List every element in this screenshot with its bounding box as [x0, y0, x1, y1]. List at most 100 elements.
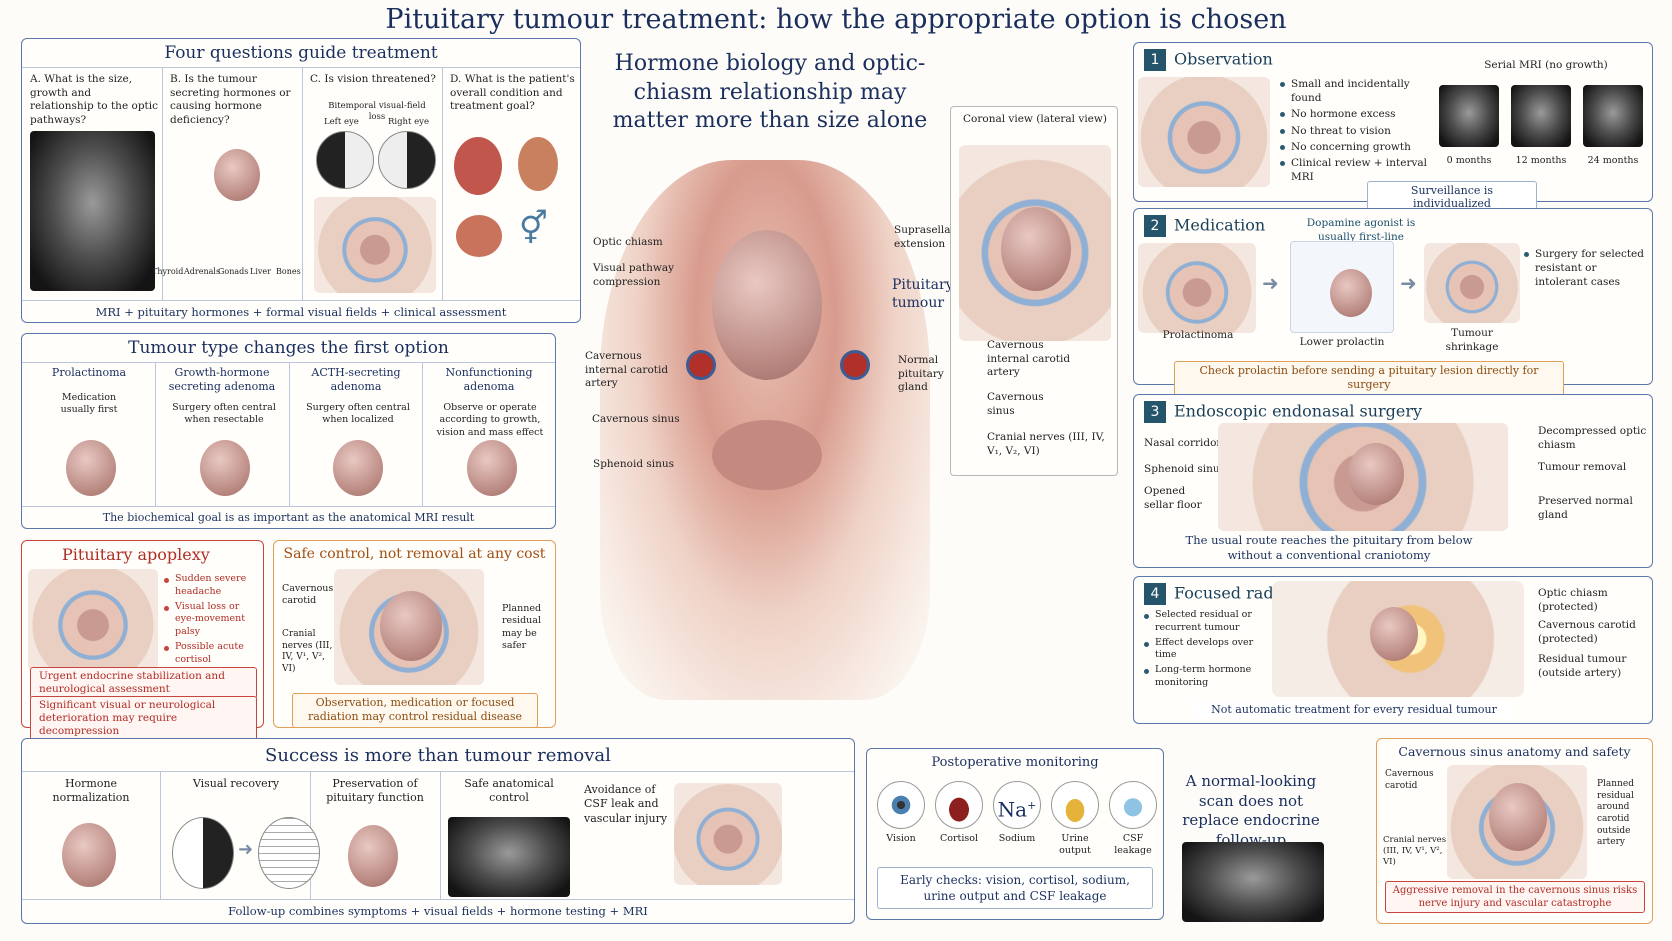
time-label: 12 months: [1515, 155, 1567, 166]
bullet: Small and incidentally found: [1280, 77, 1430, 105]
carotid-label: Cavernous carotid: [282, 583, 334, 607]
carotid-artery-left: [686, 350, 716, 380]
prolactinoma-illustration: [1138, 243, 1256, 333]
tumour-illustration: [66, 440, 116, 496]
panel-title: Success is more than tumour removal: [265, 745, 611, 766]
label-suprasellar: Suprasellar extension: [894, 224, 956, 250]
label-cav-sinus: Cavernous sinus: [592, 413, 680, 425]
label-visual-pathway: Visual pathway compression: [593, 262, 675, 288]
tumour-illustration: [62, 823, 116, 887]
arrow-icon: ➜: [1400, 271, 1417, 295]
postop-item-label: CSF leakage: [1114, 833, 1152, 857]
surgery-label-left: Sphenoid sinus: [1144, 463, 1226, 475]
radiation-label-right: Cavernous carotid (protected): [1538, 619, 1636, 645]
step-number: 2: [1144, 215, 1166, 237]
surgery-label-left: Nasal corridor: [1144, 437, 1222, 449]
radiation-label-right: Residual tumour (outside artery): [1538, 653, 1627, 679]
sodium-charge: +: [1027, 799, 1037, 812]
observation-footer: Surveillance is individualized: [1367, 181, 1537, 213]
organ-label-bones: Bones: [276, 267, 301, 276]
serial-mri-title: Serial MRI (no growth): [1484, 59, 1608, 71]
observation-illustration: [1138, 77, 1270, 187]
tumour-type-panel: Tumour type changes the first option Pro…: [21, 333, 556, 529]
tumour-illustration: [1348, 443, 1404, 505]
observation-bullets: Small and incidentally found No hormone …: [1280, 77, 1430, 186]
sodium-icon: Na+: [993, 781, 1041, 829]
success-footer: Follow-up combines symptoms + visual fie…: [228, 904, 648, 918]
question-b: B. Is the tumour secreting hormones or c…: [170, 73, 291, 126]
panel-title: Pituitary apoplexy: [62, 545, 210, 564]
panel-title: Four questions guide treatment: [164, 43, 438, 63]
coronal-sinus-label: Cavernous sinus: [987, 391, 1044, 417]
organ-label-thyroid: Thyroid: [152, 267, 184, 276]
label-normal-gland: Normal pituitary gland: [898, 354, 944, 394]
safe-control-mri: [448, 817, 570, 897]
coronal-carotid-label: Cavernous internal carotid artery: [987, 339, 1071, 379]
surgery-footer: The usual route reaches the pituitary fr…: [1185, 533, 1473, 562]
cavernous-safety-panel: Cavernous sinus anatomy and safety Caver…: [1376, 738, 1653, 924]
visual-field-before: [172, 817, 234, 889]
organ-label-adrenals: Adrenals: [184, 267, 221, 276]
postop-panel: Postoperative monitoring Na+ Vision Cort…: [866, 748, 1164, 920]
visual-field-label: Bitemporal visual-field loss: [328, 101, 426, 123]
success-col-label: Hormone normalization: [52, 777, 130, 805]
success-col-label: Safe anatomical control: [464, 777, 554, 805]
mri-12-months: [1511, 85, 1571, 147]
radiation-footer: Not automatic treatment for every residu…: [1194, 701, 1514, 718]
type-name-nonfunctioning: Nonfunctioning adenoma: [445, 366, 533, 394]
central-heading: Hormone biology and optic-chiasm relatio…: [612, 51, 928, 134]
shrinkage-illustration: [1424, 243, 1520, 323]
question-a: A. What is the size, growth and relation…: [30, 73, 158, 126]
organ-label-gonads: Gonads: [218, 267, 249, 276]
panel-title: Tumour type changes the first option: [128, 338, 449, 358]
four-questions-panel: Four questions guide treatment A. What i…: [21, 38, 581, 323]
panel-title: Postoperative monitoring: [931, 755, 1099, 770]
med-label: Tumour shrinkage: [1445, 327, 1499, 353]
tumour-illustration: [333, 440, 383, 496]
safe-control-panel: Safe control, not removal at any cost Ca…: [273, 540, 556, 728]
step-title: Observation: [1174, 49, 1273, 69]
heart-icon: [454, 137, 502, 195]
type-desc-acth: Surgery often central when localized: [306, 402, 410, 426]
bullet: Long-term hormone monitoring: [1144, 664, 1262, 690]
arrow-icon: ➜: [238, 839, 254, 860]
tumour-illustration: [200, 440, 250, 496]
time-label: 24 months: [1587, 155, 1639, 166]
bullet: No threat to vision: [1280, 124, 1430, 138]
bullet: Visual loss or eye-movement palsy: [164, 601, 262, 639]
coronal-title: Coronal view (lateral view): [963, 113, 1107, 125]
type-name-gh: Growth-hormone secreting adenoma: [168, 366, 276, 394]
tumour-illustration: [1370, 607, 1418, 661]
cav-nerves-label: Cranial nerves (III, IV, V¹, V², VI): [1383, 835, 1447, 868]
surgery-label-right: Tumour removal: [1538, 461, 1627, 473]
thyroid-icon: [456, 215, 502, 257]
apoplexy-bullets: Sudden severe headache Visual loss or ey…: [164, 573, 262, 682]
med-label: Prolactinoma: [1162, 329, 1234, 341]
surgery-label-right: Decompressed optic chiasm: [1538, 425, 1647, 451]
cav-carotid-label: Cavernous carotid: [1385, 769, 1434, 791]
medication-title: 2 Medication: [1144, 215, 1265, 237]
surgery-label-right: Preserved normal gland: [1538, 495, 1633, 521]
med-label: Lower prolactin: [1299, 336, 1385, 348]
vascular-illustration: [674, 783, 782, 885]
visual-field-after: [258, 817, 320, 889]
pituitary-tumour-shape: [712, 230, 822, 380]
bullet: Surgery for selected resistant or intole…: [1524, 247, 1650, 290]
label-sphenoid: Sphenoid sinus: [593, 458, 675, 470]
mri-0-months: [1439, 85, 1499, 147]
normal-scan-mri: [1182, 842, 1324, 922]
urine-cup-icon: [1051, 781, 1099, 829]
sodium-symbol: Na: [997, 797, 1028, 822]
nerves-label: Cranial nerves (III, IV, V¹, V², VI): [282, 629, 333, 675]
arrow-icon: ➜: [1262, 271, 1279, 295]
gender-symbol-icon: ⚥: [519, 209, 548, 247]
tumour-illustration: [348, 825, 398, 887]
step-title: Medication: [1174, 215, 1266, 235]
label-optic-chiasm: Optic chiasm: [593, 236, 663, 248]
